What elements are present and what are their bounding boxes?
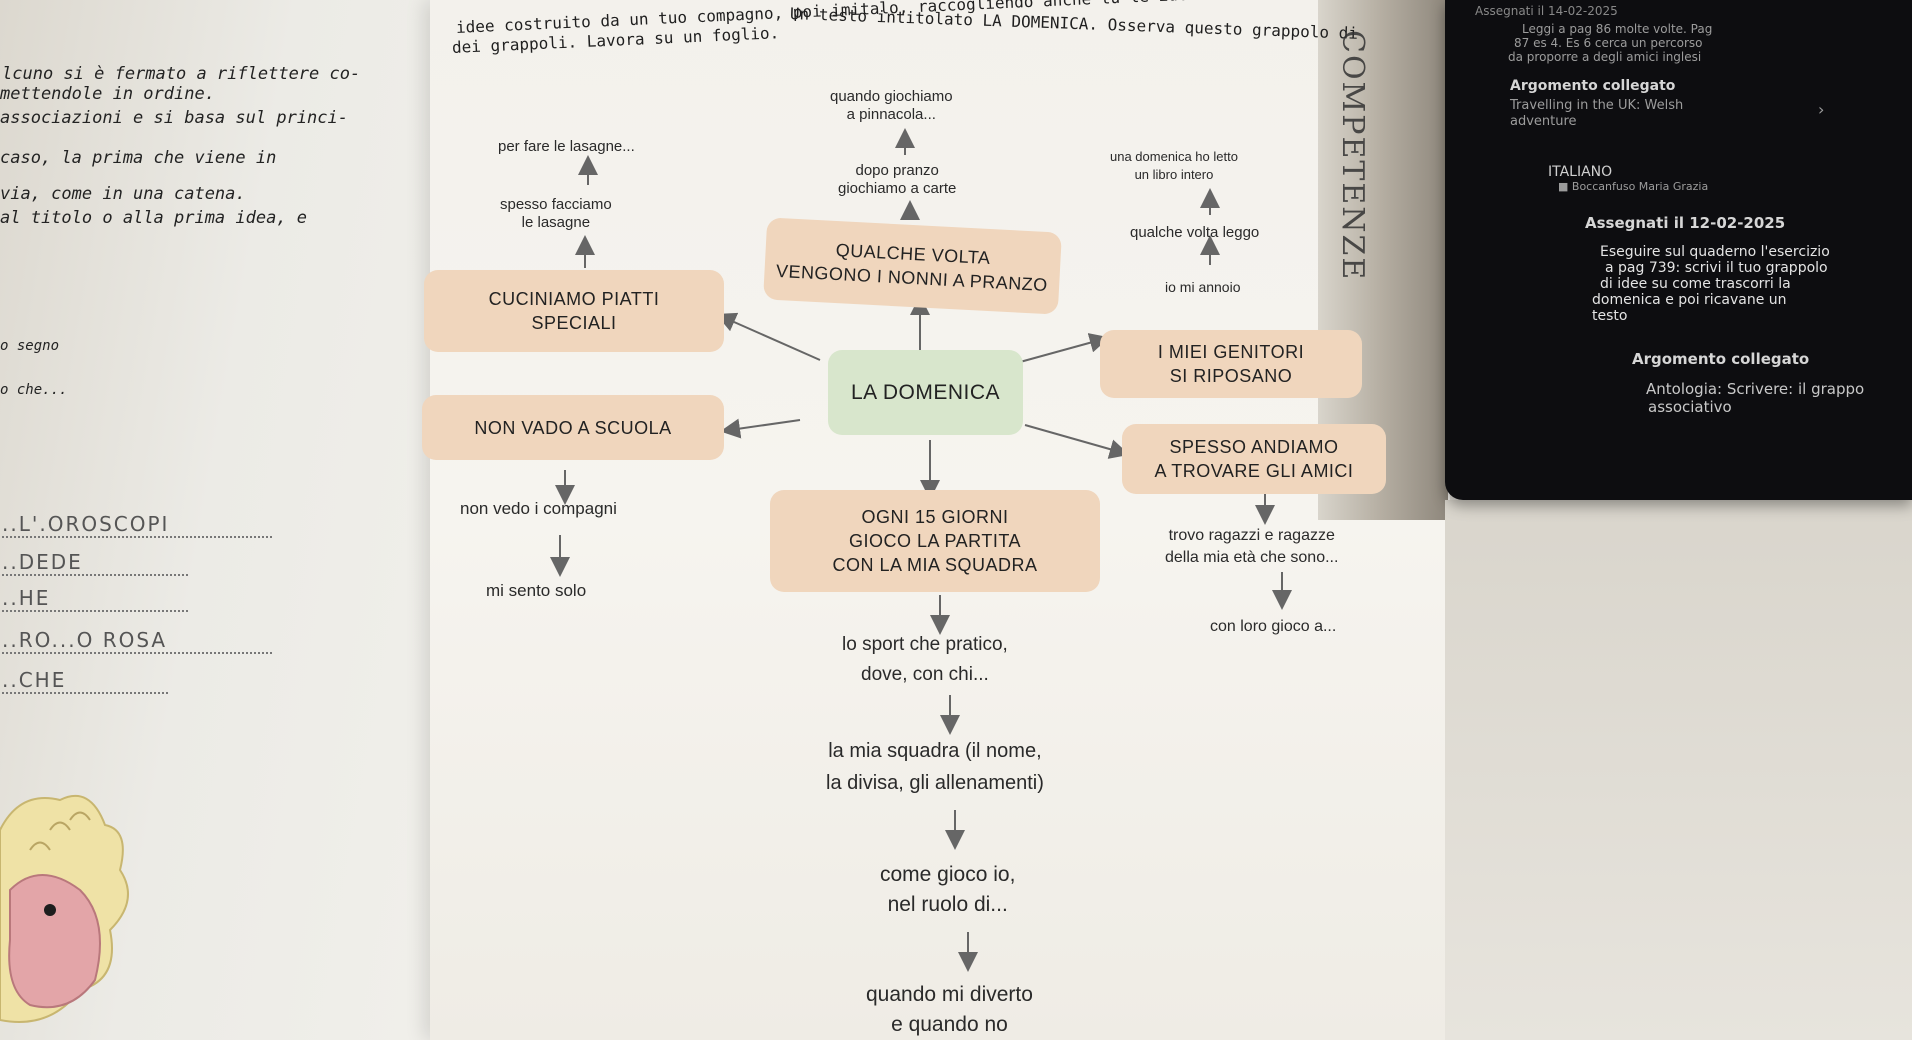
sheep-illustration — [0, 795, 129, 1023]
text-domenica-letto-line-1: una domenica ho letto — [1110, 149, 1238, 164]
node-genitori-line-1: I MIEI GENITORI — [1157, 342, 1305, 362]
lower-right-surface — [1445, 500, 1912, 1040]
task-line-3: di idee su come trascorri la — [1600, 276, 1791, 292]
node-giorni-line-3: CON LA MIA SQUADRA — [832, 555, 1038, 575]
text-gioco-io: come gioco io, nel ruolo di... — [880, 860, 1015, 920]
left-line-3: associazioni e si basa sul princi- — [0, 108, 348, 128]
related-topic-value-1-line-1[interactable]: Travelling in the UK: Welsh — [1510, 98, 1684, 113]
text-compagni: non vedo i compagni — [460, 499, 617, 518]
task-line-2: a pag 739: scrivi il tuo grappolo — [1605, 260, 1828, 276]
text-domenica-letto: una domenica ho letto un libro intero — [1110, 148, 1238, 184]
node-cuciniamo-line-2: SPECIALI — [531, 313, 617, 333]
task-top-line-1: Leggi a pag 86 molte volte. Pag — [1522, 22, 1713, 36]
text-diverto: quando mi diverto e quando no — [866, 980, 1033, 1040]
node-genitori-line-2: SI RIPOSANO — [1169, 366, 1293, 386]
task-line-5: testo — [1592, 308, 1628, 324]
text-dopo-pranzo: dopo pranzo giochiamo a carte — [838, 162, 956, 198]
text-sport-line-2: dove, con chi... — [861, 664, 989, 685]
text-sport-line-1: lo sport che pratico, — [842, 634, 1008, 655]
text-giochiamo-line-1: quando giochiamo — [830, 88, 953, 105]
left-line-2: mettendole in ordine. — [0, 84, 215, 104]
text-spesso-line-1: spesso facciamo — [500, 196, 612, 213]
node-andiamo-line-1: SPESSO ANDIAMO — [1169, 437, 1339, 457]
text-giochiamo-line-2: a pinnacola... — [846, 106, 936, 123]
related-topic-value-2-line-2[interactable]: associativo — [1648, 398, 1732, 416]
text-squadra: la mia squadra (il nome, la divisa, gli … — [826, 735, 1044, 799]
text-domenica-letto-line-2: un libro intero — [1134, 167, 1214, 182]
text-ragazzi: trovo ragazzi e ragazze della mia età ch… — [1165, 525, 1338, 569]
text-solo: mi sento solo — [486, 581, 587, 600]
text-diverto-line-1: quando mi diverto — [866, 983, 1033, 1006]
text-qualche-volta-leggo: qualche volta leggo — [1130, 224, 1260, 241]
left-line-5: via, come in una catena. — [0, 184, 246, 204]
task-line-4: domenica e poi ricavane un — [1592, 292, 1787, 308]
text-annoio: io mi annoio — [1165, 279, 1241, 295]
teacher-name: ■ Boccanfuso Maria Grazia — [1558, 180, 1708, 193]
handwritten-answer-5: ..CHE — [2, 668, 168, 694]
handwritten-answer-4: ..RO...O ROSA — [2, 628, 272, 654]
teacher-name-text: Boccanfuso Maria Grazia — [1571, 180, 1709, 193]
text-gioco-io-line-1: come gioco io, — [880, 863, 1016, 886]
node-cuciniamo: CUCINIAMO PIATTI SPECIALI — [424, 270, 724, 352]
left-line-4: caso, la prima che viene in — [0, 148, 277, 168]
text-squadra-line-2: la divisa, gli allenamenti) — [826, 772, 1044, 794]
node-non-vado: NON VADO A SCUOLA — [422, 395, 724, 460]
text-squadra-line-1: la mia squadra (il nome, — [828, 740, 1042, 762]
left-line-6: al titolo o alla prima idea, e — [0, 208, 308, 228]
handwritten-answer-1: ..L'.OROSCOPI — [2, 512, 272, 538]
node-giorni: OGNI 15 GIORNI GIOCO LA PARTITA CON LA M… — [770, 490, 1100, 592]
text-lasagne: per fare le lasagne... — [498, 138, 635, 155]
node-giorni-line-1: OGNI 15 GIORNI — [861, 507, 1009, 527]
chevron-right-icon[interactable]: › — [1818, 100, 1825, 119]
text-giochiamo: quando giochiamo a pinnacola... — [830, 88, 953, 124]
node-genitori: I MIEI GENITORI SI RIPOSANO — [1100, 330, 1362, 398]
related-topic-label-2: Argomento collegato — [1632, 350, 1810, 368]
related-topic-value-1-line-2[interactable]: adventure — [1510, 114, 1577, 129]
text-gioco-io-line-2: nel ruolo di... — [887, 893, 1008, 916]
teacher-icon: ■ — [1558, 180, 1569, 193]
center-node: LA DOMENICA — [828, 350, 1023, 435]
left-line-1: lcuno si è fermato a riflettere co- — [2, 64, 361, 84]
node-giorni-line-2: GIOCO LA PARTITA — [848, 531, 1022, 551]
assigned-date-top: Assegnati il 14-02-2025 — [1475, 4, 1618, 18]
text-sport: lo sport che pratico, dove, con chi... — [842, 630, 1008, 690]
node-non-vado-line-1: NON VADO A SCUOLA — [474, 417, 672, 438]
assigned-date: Assegnati il 12-02-2025 — [1585, 214, 1786, 232]
text-spesso-line-2: le lasagne — [521, 214, 591, 231]
text-diverto-line-2: e quando no — [891, 1013, 1008, 1036]
text-spesso: spesso facciamo le lasagne — [500, 196, 612, 232]
left-line-7: o segno — [0, 338, 60, 354]
task-top-line-3: da proporre a degli amici inglesi — [1508, 50, 1702, 64]
related-topic-value-2-line-1[interactable]: Antologia: Scrivere: il grappo — [1646, 380, 1865, 398]
handwritten-answer-2: ..DEDE — [2, 550, 188, 576]
tablet-screen — [1445, 0, 1912, 500]
text-ragazzi-line-1: trovo ragazzi e ragazze — [1168, 527, 1335, 544]
competenze-stamp: COMPETENZE — [1335, 30, 1370, 282]
text-dopo-pranzo-line-2: giochiamo a carte — [838, 180, 957, 197]
text-gioco-con: con loro gioco a... — [1210, 618, 1337, 635]
left-line-8: o che... — [0, 382, 68, 398]
center-label: LA DOMENICA — [850, 380, 1001, 404]
task-line-1: Eseguire sul quaderno l'esercizio — [1600, 244, 1830, 260]
node-qualche-volta: QUALCHE VOLTA VENGONO I NONNI A PRANZO — [763, 217, 1062, 315]
text-dopo-pranzo-line-1: dopo pranzo — [855, 162, 939, 179]
node-andiamo: SPESSO ANDIAMO A TROVARE GLI AMICI — [1122, 424, 1386, 494]
node-andiamo-line-2: A TROVARE GLI AMICI — [1154, 461, 1354, 481]
node-cuciniamo-line-1: CUCINIAMO PIATTI — [488, 289, 660, 309]
text-ragazzi-line-2: della mia età che sono... — [1165, 549, 1339, 566]
subject-label: ITALIANO — [1548, 164, 1613, 180]
task-top-line-2: 87 es 4. Es 6 cerca un percorso — [1514, 36, 1703, 50]
related-topic-label-1: Argomento collegato — [1510, 78, 1676, 94]
handwritten-answer-3: ..HE — [2, 586, 188, 612]
